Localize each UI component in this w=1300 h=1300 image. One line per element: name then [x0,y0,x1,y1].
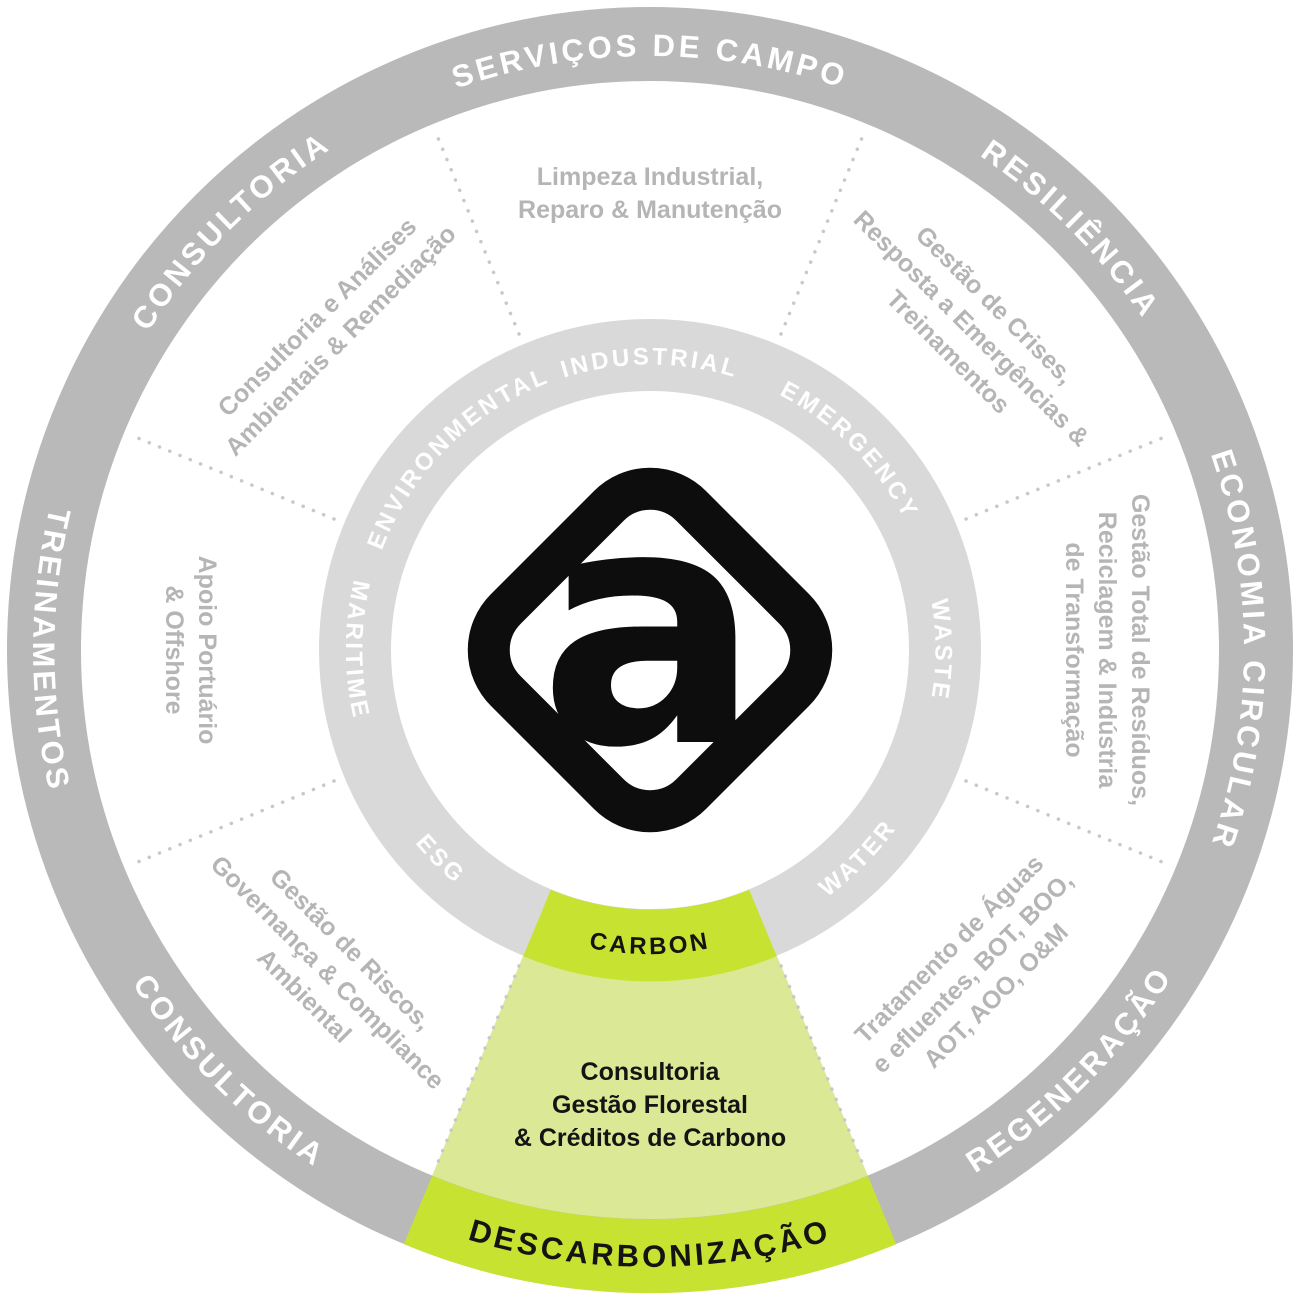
service-line: e efluentes, BOT, BOO, [867,867,1079,1079]
service-line: Reparo & Manutenção [518,196,782,224]
logo-letter: a [539,436,762,820]
carbon-highlight-wedge [432,956,868,1220]
center-logo: a [467,436,833,833]
svg-text:WASTE: WASTE [925,597,956,703]
svg-text:MARITIME: MARITIME [340,578,375,722]
service-line: Apoio Portuário [193,556,221,745]
logo-diamond-icon [467,467,833,833]
service-line: Consultoria [581,1058,721,1086]
service-line: Gestão Florestal [552,1091,748,1119]
outer-ring-highlight-segment [403,1175,897,1294]
services-waste: Gestão Total de Resíduos, Reciclagem & I… [1060,494,1154,806]
service-line: Reciclagem & Indústria [1093,512,1121,790]
service-line: Limpeza Industrial, [537,163,763,191]
services-carbon: Consultoria Gestão Florestal & Créditos … [514,1058,786,1152]
service-line: Gestão Total de Resíduos, [1126,494,1154,806]
inner-label-waste: WASTE [925,597,953,703]
services-maritime: Apoio Portuário & Offshore [160,556,221,745]
service-line: & Créditos de Carbono [514,1124,786,1152]
service-line: de Transformação [1060,542,1088,757]
inner-label-maritime: MARITIME [340,578,372,722]
outer-label-consultoria-nw: CONSULTORIA [125,125,333,337]
service-line: & Offshore [160,585,188,714]
inner-ring-highlight-segment [523,889,777,982]
divider-dotted-line [779,131,866,336]
svg-text:CONSULTORIA: CONSULTORIA [125,125,337,337]
services-industrial: Limpeza Industrial, Reparo & Manutenção [518,163,782,224]
divider-dotted-line [131,779,336,866]
